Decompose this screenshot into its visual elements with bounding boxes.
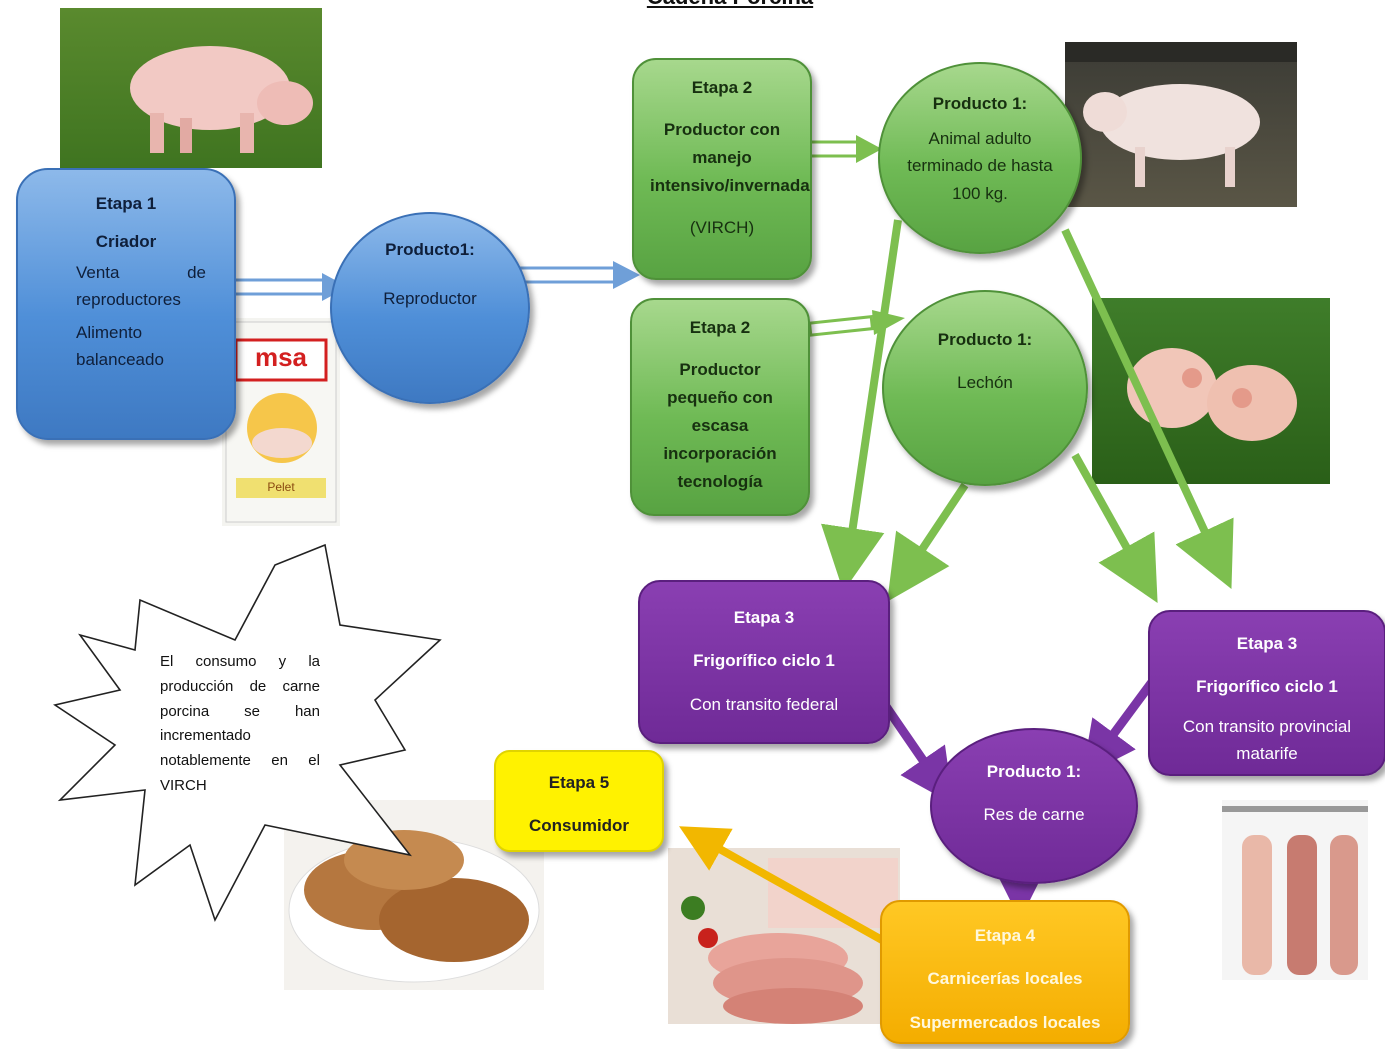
etapa1-role: Criador: [95, 231, 157, 251]
etapa3b-heading: Etapa 3: [1236, 634, 1298, 653]
arrow-etapa2b-lechon: [807, 310, 905, 337]
feed-bag-image: [225, 321, 337, 523]
producto-lechon-text: Lechón: [957, 373, 1013, 393]
etapa5-box: Etapa 5 Consumidor: [494, 750, 664, 852]
producto-adulto-circle: Producto 1: Animal adulto terminado de h…: [878, 62, 1082, 254]
pig-grass-photo: [60, 8, 322, 168]
bacon-photo: [668, 848, 900, 1024]
feed-bag-brand: msa: [254, 342, 308, 372]
producto-lechon-heading: Producto 1:: [937, 330, 1033, 349]
arrow-etapa3b-res: [1081, 675, 1159, 777]
etapa2a-heading: Etapa 2: [691, 78, 753, 97]
producto-res-circle: Producto 1: Res de carne: [930, 728, 1138, 884]
callout-text: El consumo y la producción de carne porc…: [160, 653, 320, 792]
etapa2b-text: Productor pequeño con escasa incorporaci…: [663, 360, 777, 492]
producto-reproductor-circle: Producto1: Reproductor: [330, 212, 530, 404]
etapa4-line1: Carnicerías locales: [927, 969, 1083, 989]
etapa2b-box: Etapa 2 Productor pequeño con escasa inc…: [630, 298, 810, 516]
producto-adulto-heading: Producto 1:: [932, 94, 1028, 113]
producto-reproductor-heading: Producto1:: [385, 240, 475, 259]
etapa2a-box: Etapa 2 Productor con manejo intensivo/i…: [632, 58, 812, 280]
diagram-title: Cadena Porcina: [520, 0, 940, 10]
etapa3a-text: Frigorífico ciclo 1: [693, 651, 835, 671]
producto-lechon-circle: Producto 1: Lechón: [882, 290, 1088, 486]
arrow-lechon-etapa3b: [1071, 453, 1158, 603]
producto-res-heading: Producto 1:: [986, 762, 1082, 781]
etapa4-box: Etapa 4 Carnicerías locales Supermercado…: [880, 900, 1130, 1044]
arrow-etapa3a-res: [881, 702, 954, 805]
etapa4-heading: Etapa 4: [974, 926, 1036, 945]
etapa4-line2: Supermercados locales: [909, 1012, 1101, 1032]
carcass-photo: [1222, 800, 1368, 980]
steak-image: [288, 830, 540, 983]
carcass-image: [1222, 806, 1368, 975]
etapa5-text: Consumidor: [528, 815, 630, 835]
etapa1-heading: Etapa 1: [95, 194, 157, 213]
arrow-etapa2a-adulto: [806, 135, 882, 163]
etapa1-line2: Alimento balanceado: [76, 323, 164, 370]
producto-reproductor-text: Reproductor: [383, 289, 477, 309]
etapa5-heading: Etapa 5: [548, 773, 610, 792]
producto-adulto-text: Animal adulto terminado de hasta 100 kg.: [907, 129, 1053, 203]
etapa1-line1: Venta de reproductores: [76, 262, 206, 309]
etapa2a-tag: (VIRCH): [689, 218, 755, 238]
arrow-reproductor-etapa2: [515, 261, 640, 289]
pig-grass-image: [130, 46, 313, 153]
arrow-lechon-etapa3a: [887, 482, 969, 602]
etapa3a-sub: Con transito federal: [689, 694, 839, 714]
producto-res-text: Res de carne: [983, 805, 1085, 825]
arrow-adulto-etapa3a: [820, 219, 902, 592]
etapa3b-sub: Con transito provincial matarife: [1182, 716, 1352, 763]
pig-barn-photo: [1065, 42, 1297, 207]
bacon-image: [681, 858, 898, 1024]
arrow-etapa4-etapa5: [679, 826, 884, 944]
feed-bag-photo: msa Pelet: [222, 318, 340, 526]
etapa3a-box: Etapa 3 Frigorífico ciclo 1 Con transito…: [638, 580, 890, 744]
etapa2a-text: Productor con manejo intensivo/invernada: [650, 120, 810, 196]
etapa3b-text: Frigorífico ciclo 1: [1196, 677, 1338, 697]
etapa3a-heading: Etapa 3: [733, 608, 795, 627]
steak-photo: [284, 800, 544, 990]
callout-starburst: [53, 543, 442, 923]
feed-bag-label: Pelet: [267, 480, 295, 494]
arrow-adulto-etapa3b: [1061, 228, 1234, 590]
etapa1-box: Etapa 1 Criador Venta de reproductores A…: [16, 168, 236, 440]
etapa2b-heading: Etapa 2: [689, 318, 751, 337]
etapa3b-box: Etapa 3 Frigorífico ciclo 1 Con transito…: [1148, 610, 1385, 776]
pig-barn-image: [1065, 42, 1297, 187]
